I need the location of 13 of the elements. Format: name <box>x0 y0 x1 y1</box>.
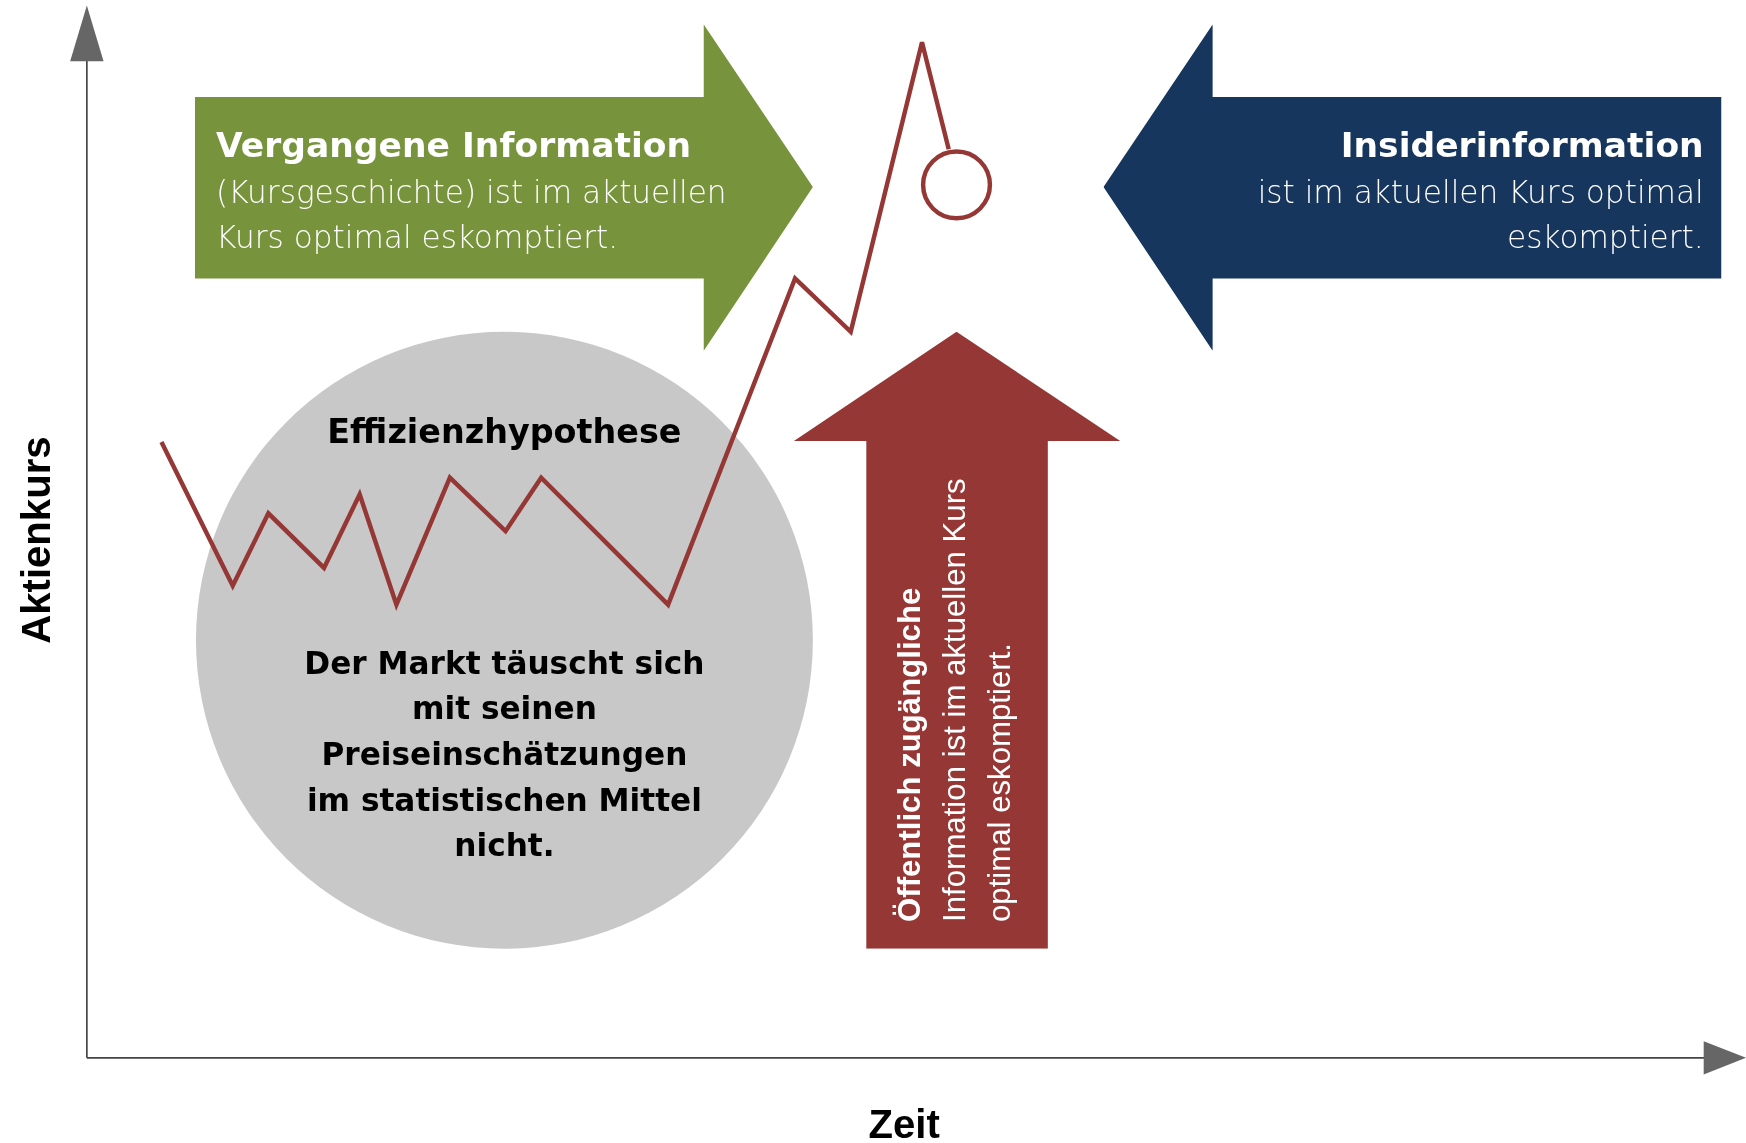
body-text: ist im aktuellen Kurs optimal eskomptiert. <box>1256 172 1704 258</box>
body-text: Information ist im aktuellen Kurs optimal eskomptiert. <box>936 477 1018 922</box>
arrow-banner <box>194 24 813 351</box>
heading-text: Effizienzhypothese <box>326 412 683 451</box>
arrow-banner <box>793 331 1121 949</box>
heading-text: Vergangene Information <box>216 123 693 167</box>
axis-label: Zeit <box>868 1101 940 1143</box>
body-text: Der Markt täuscht sich mit seinen Preiseinschätzungen im statistischen Mittel nicht. <box>304 643 705 867</box>
heading-text: Insiderinformation <box>1339 123 1704 167</box>
body-text: (Kursgeschichte) ist im aktuellen Kurs optimal eskomptiert. <box>216 172 728 258</box>
arrow-banner <box>1103 24 1722 351</box>
heading-text: Öffentlich zugängliche <box>890 586 928 922</box>
axis-label: Aktienkurs <box>13 436 60 644</box>
